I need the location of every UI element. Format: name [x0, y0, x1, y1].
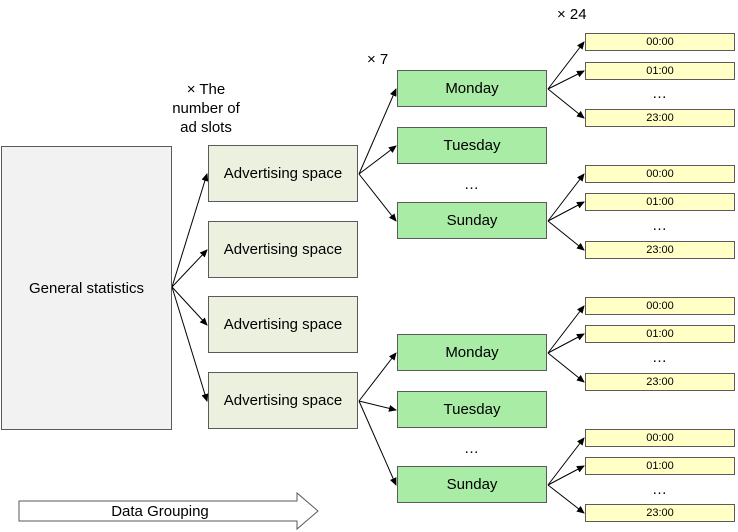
- hour-box: 00:00: [585, 165, 735, 183]
- day-box-monday: Monday: [397, 70, 547, 107]
- hour-label: 00:00: [646, 300, 674, 312]
- ad-slots-multiplier-line-1: × The: [186, 81, 226, 98]
- hours-ellipsis: …: [652, 481, 668, 498]
- hour-box: 00:00: [585, 297, 735, 315]
- hour-label: 01:00: [646, 328, 674, 340]
- hour-box: 23:00: [585, 109, 735, 127]
- day-label: Sunday: [446, 212, 498, 229]
- advertising-space-box: Advertising space: [208, 221, 358, 278]
- hour-label: 01:00: [646, 196, 674, 208]
- hours-ellipsis: …: [652, 85, 668, 102]
- hour-box: 23:00: [585, 504, 735, 522]
- hour-box: 01:00: [585, 62, 735, 80]
- advertising-space-label: Advertising space: [223, 165, 343, 182]
- hour-box: 01:00: [585, 325, 735, 343]
- advertising-space-box: Advertising space: [208, 145, 358, 202]
- ad-slots-multiplier-line-2: number of: [172, 100, 240, 117]
- day-box-monday: Monday: [397, 334, 547, 371]
- hour-label: 23:00: [646, 376, 674, 388]
- advertising-space-label: Advertising space: [223, 241, 343, 258]
- advertising-space-label: Advertising space: [223, 316, 343, 333]
- hour-box: 00:00: [585, 429, 735, 447]
- hour-box: 00:00: [585, 33, 735, 51]
- hour-label: 23:00: [646, 112, 674, 124]
- hour-box: 23:00: [585, 241, 735, 259]
- hour-label: 00:00: [646, 36, 674, 48]
- days-multiplier: × 7: [367, 51, 389, 68]
- day-label: Tuesday: [443, 401, 501, 418]
- ad-slots-multiplier-line-3: ad slots: [180, 119, 232, 136]
- hours-ellipsis: …: [652, 217, 668, 234]
- general-statistics-label: General statistics: [28, 279, 145, 297]
- hour-label: 23:00: [646, 244, 674, 256]
- day-box-tuesday: Tuesday: [397, 127, 547, 164]
- day-label: Monday: [445, 344, 499, 361]
- days-ellipsis: …: [464, 440, 480, 457]
- hour-label: 00:00: [646, 432, 674, 444]
- day-box-sunday: Sunday: [397, 466, 547, 503]
- general-statistics-box: General statistics: [1, 146, 172, 430]
- advertising-space-box: Advertising space: [208, 296, 358, 353]
- hour-label: 01:00: [646, 65, 674, 77]
- day-box-tuesday: Tuesday: [397, 391, 547, 428]
- hour-box: 23:00: [585, 373, 735, 391]
- data-grouping-label: Data Grouping: [111, 503, 209, 520]
- hours-multiplier: × 24: [557, 6, 587, 23]
- hour-label: 23:00: [646, 507, 674, 519]
- hour-label: 00:00: [646, 168, 674, 180]
- ad-slots-multiplier: × The number of ad slots: [166, 80, 246, 137]
- days-ellipsis: …: [464, 176, 480, 193]
- day-label: Monday: [445, 80, 499, 97]
- hour-box: 01:00: [585, 457, 735, 475]
- hour-box: 01:00: [585, 193, 735, 211]
- day-label: Tuesday: [443, 137, 501, 154]
- advertising-space-label: Advertising space: [223, 392, 343, 409]
- advertising-space-box: Advertising space: [208, 372, 358, 429]
- day-label: Sunday: [446, 476, 498, 493]
- hour-label: 01:00: [646, 460, 674, 472]
- hours-ellipsis: …: [652, 349, 668, 366]
- day-box-sunday: Sunday: [397, 202, 547, 239]
- data-grouping-arrow: [18, 491, 319, 531]
